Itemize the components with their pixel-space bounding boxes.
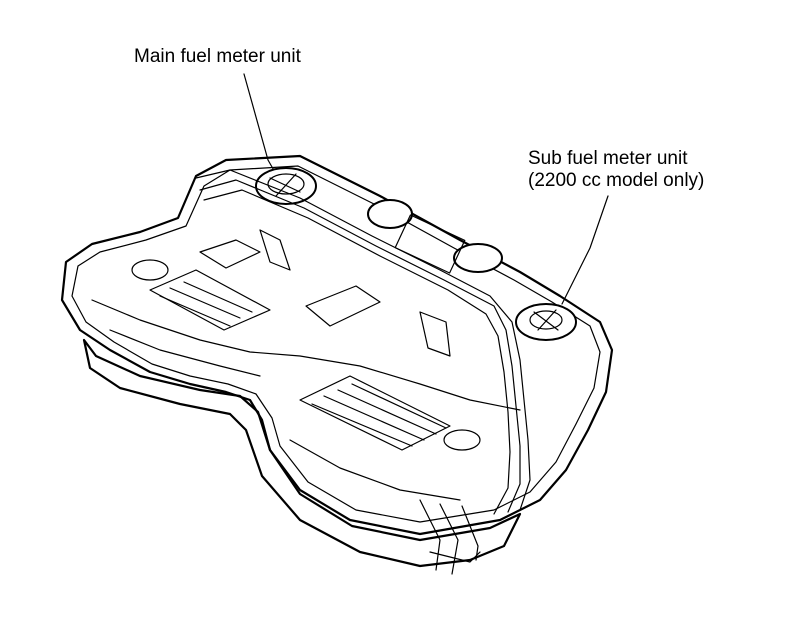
vent-dome-right xyxy=(453,243,503,273)
vent-dome-left xyxy=(367,199,413,229)
fuel-line-1 xyxy=(195,169,531,511)
fuel-line-3 xyxy=(203,189,511,515)
strap-left xyxy=(149,269,271,331)
tank-flange-inner xyxy=(71,165,601,523)
strap-right xyxy=(299,375,451,451)
sub-fuel-meter-unit-label-line1: Sub fuel meter unit xyxy=(528,148,688,169)
fuel-line-2 xyxy=(199,179,521,513)
sub-fuel-meter-unit-label-line2: (2200 cc model only) xyxy=(528,170,705,191)
main-fuel-meter-unit-label: Main fuel meter unit xyxy=(134,46,301,67)
tank-body-skirt xyxy=(82,338,522,568)
pipe-ends xyxy=(419,499,481,575)
drain-right xyxy=(443,429,481,451)
drain-left xyxy=(131,259,169,281)
tank-flange-outline xyxy=(60,154,614,536)
sub-unit-leader-line xyxy=(561,195,609,305)
sub-fuel-meter-unit-label: Sub fuel meter unit (2200 cc model only) xyxy=(528,148,704,192)
